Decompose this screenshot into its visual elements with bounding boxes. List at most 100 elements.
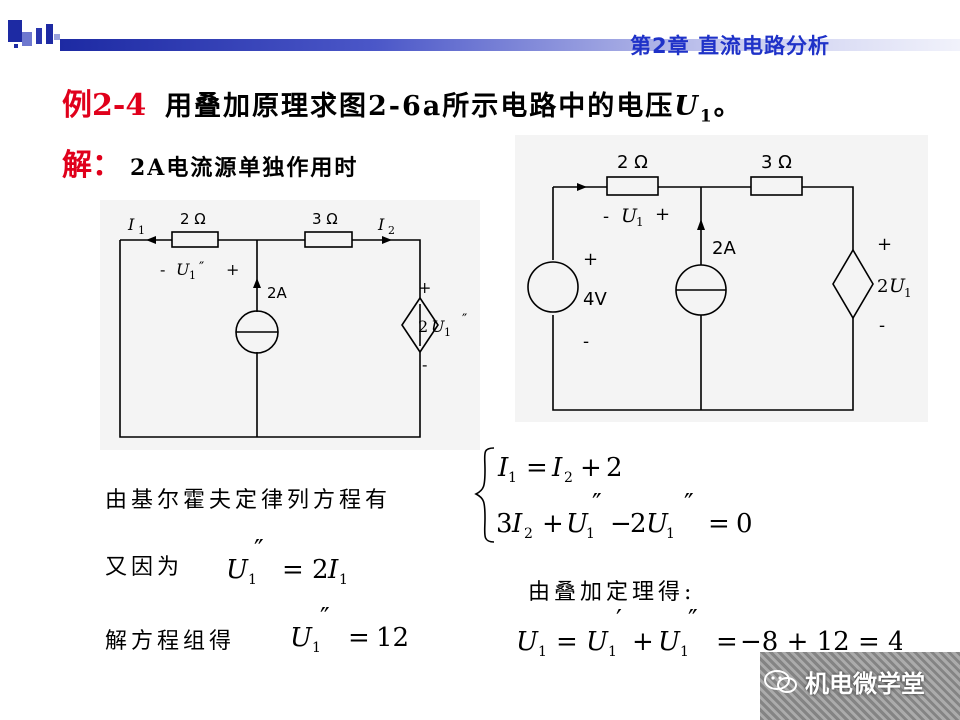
eq2-v2-pp: ″	[592, 489, 602, 519]
eq1-c: 2	[606, 453, 623, 483]
superposition-text: 由叠加定理得:	[528, 580, 696, 605]
resistor-3ohm-right	[750, 176, 803, 196]
label-dep-minus-left: -	[422, 355, 427, 374]
label-2ohm-right: 2 Ω	[617, 152, 648, 173]
label-3ohm-left: 3 Ω	[312, 210, 338, 228]
example-text-after: 所示电路中的电压	[442, 91, 675, 122]
arrow-i2	[382, 236, 392, 244]
circuit-right-background	[515, 135, 928, 422]
eq4-lhs: U	[290, 623, 313, 653]
label-dep-u1-sub-left: 1	[444, 326, 451, 339]
label-u1-sub-left: 1	[189, 269, 196, 282]
label-i2-sub: 2	[388, 224, 395, 237]
eq2-rhs: 0	[736, 509, 753, 539]
label-vs-plus: +	[583, 249, 598, 270]
arrow-i1	[146, 236, 156, 244]
eq5-t2: U	[658, 627, 681, 657]
label-vs-minus: -	[583, 331, 589, 352]
eq3-var: I	[327, 555, 339, 585]
label-dep-u1-sub-right: 1	[904, 286, 912, 300]
eq1-op2: +	[580, 453, 602, 483]
circuit-left-diagram: 2 Ω 3 Ω I 1 I 2 - U 1 ″ + 2A + 2 U 1 ″ -	[100, 200, 480, 450]
label-4v: 4V	[583, 289, 607, 310]
resistor-3ohm-left	[304, 231, 353, 248]
eq2-v3-sub: 1	[666, 526, 675, 542]
arrow-loop-current	[577, 183, 587, 191]
label-i1-sub: 1	[138, 224, 145, 237]
target-variable-sub: 1	[699, 106, 714, 127]
eq1-op1: =	[526, 453, 548, 483]
eq2-v1: I	[511, 509, 523, 539]
eq5-t2-pp: ″	[688, 605, 698, 635]
eq2-v3-pp: ″	[684, 489, 694, 519]
kvl-text: 由基尔霍夫定律列方程有	[105, 488, 392, 513]
eq2-op1: +	[542, 509, 564, 539]
eq2-v1-sub: 2	[524, 526, 533, 542]
eq4-pp: ″	[320, 604, 330, 633]
label-dep-pp-left: ″	[462, 312, 467, 328]
voltage-source-4v	[527, 261, 579, 313]
eq2-coef2: 2	[630, 509, 647, 539]
label-u1-left: U	[176, 260, 190, 279]
eq3-op: =	[282, 555, 304, 585]
solve-text: 解方程组得	[105, 629, 236, 654]
label-i1: I	[127, 215, 135, 234]
header-square	[8, 20, 22, 42]
eq4-rhs: 12	[376, 623, 409, 653]
eq2-v3: U	[646, 509, 669, 539]
label-minus-left: -	[160, 260, 165, 279]
chapter-title: 第2章 直流电路分析	[630, 34, 830, 58]
eq2-coef1: 3	[496, 509, 513, 539]
arrow-2a-right	[697, 219, 705, 230]
eq3-coef: 2	[312, 555, 329, 585]
eq5-op2: +	[632, 627, 654, 657]
example-end: 。	[713, 91, 743, 122]
label-plus-left: +	[226, 260, 239, 279]
eq2-op3: =	[708, 509, 730, 539]
header-square	[46, 24, 53, 44]
eq2-v2-sub: 1	[586, 526, 595, 542]
label-dep-coef-right: 2	[877, 276, 888, 297]
label-3ohm-right: 3 Ω	[761, 152, 792, 173]
eq5-t1-p: ′	[616, 605, 622, 635]
label-2ohm-left: 2 Ω	[180, 210, 206, 228]
eq5-t2-sub: 1	[680, 644, 689, 660]
header-square	[36, 28, 42, 44]
eq5-lhs-sub: 1	[538, 644, 547, 660]
label-dep-minus-right: -	[879, 315, 885, 336]
label-plus-right: +	[655, 204, 670, 225]
eq4-lhs-sub: 1	[312, 640, 321, 656]
solution-text: 2A电流源单独作用时	[130, 155, 359, 181]
header-square	[14, 44, 18, 48]
label-dep-u1-right: U	[889, 275, 906, 297]
equation-brace	[474, 447, 495, 543]
wechat-icon	[764, 670, 797, 693]
eq1-a: I	[497, 453, 509, 483]
resistor-2ohm-left	[171, 231, 219, 248]
equation-3: U 1 ″ = 2 I 1	[226, 535, 348, 588]
label-2a-right: 2A	[712, 238, 736, 259]
circuit-right-diagram: 2 Ω 3 Ω - U 1 + 2A + 4V - + 2 U 1 -	[515, 135, 928, 422]
label-dep-coef-left: 2	[418, 317, 428, 336]
target-variable: U	[674, 91, 700, 122]
label-dep-plus-left: +	[418, 278, 431, 297]
eq3-var-sub: 1	[339, 572, 348, 588]
label-dep-u1-left: U	[431, 317, 445, 336]
dependent-source-right	[832, 248, 874, 320]
label-i2: I	[377, 215, 385, 234]
figure-ref: 2-6a	[368, 91, 443, 122]
label-u1-sub-right: 1	[636, 215, 644, 229]
eq5-t1-sub: 1	[608, 644, 617, 660]
eq5-op1: =	[556, 627, 578, 657]
eq2-v2: U	[566, 509, 589, 539]
watermark-background	[760, 652, 960, 720]
header-bar	[60, 39, 960, 51]
arrow-2a-left	[253, 278, 261, 288]
eq3-lhs: U	[226, 555, 249, 585]
header-decoration	[0, 0, 960, 60]
eq5-op3: =	[716, 627, 738, 657]
circuit-left-background	[100, 200, 480, 450]
eq5-t1: U	[586, 627, 609, 657]
solution-label: 解：	[62, 148, 122, 183]
header-square	[22, 32, 32, 46]
